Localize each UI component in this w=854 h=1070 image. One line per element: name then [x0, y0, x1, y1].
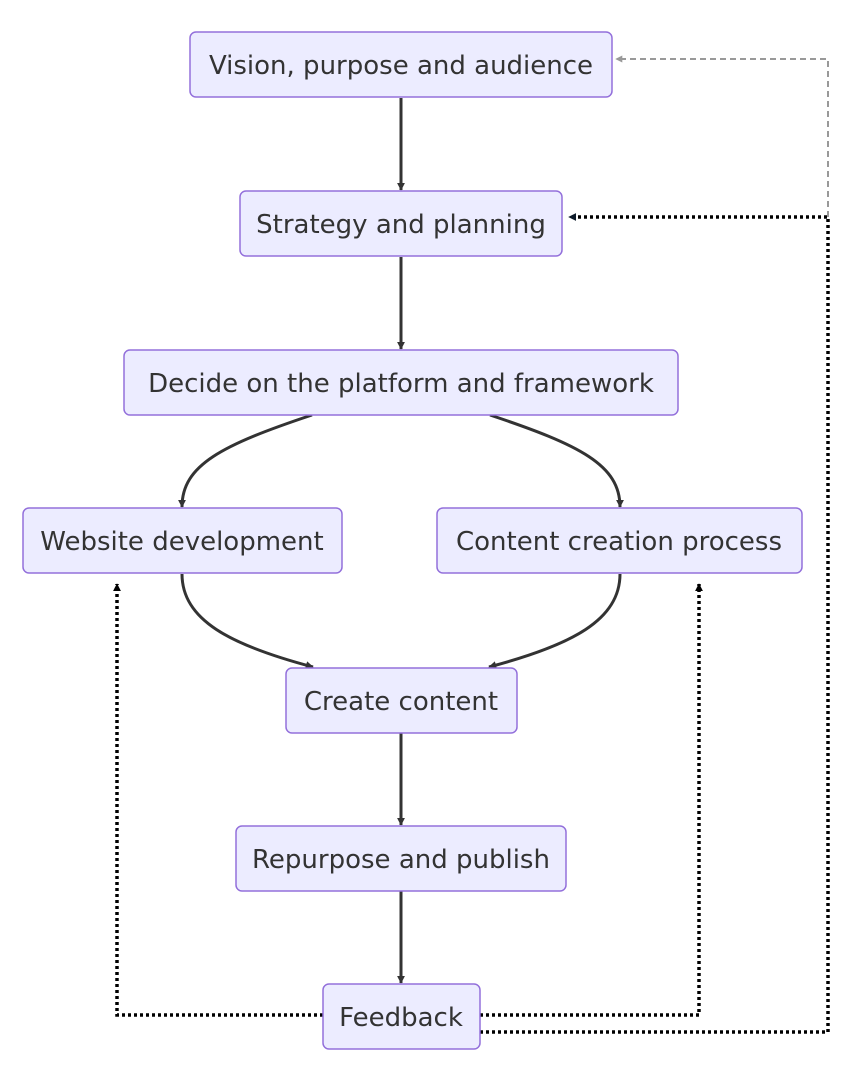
edge-feedback-to-strategy — [480, 213, 830, 1034]
node-box — [239, 190, 563, 257]
node-label: Website development — [40, 527, 323, 557]
node-create-content: Create content — [285, 667, 518, 734]
node-box — [22, 507, 343, 574]
edge-website-to-create — [180, 573, 314, 670]
node-vision: Vision, purpose and audience — [189, 31, 613, 98]
node-label: Decide on the platform and framework — [148, 369, 654, 399]
edge-feedback-to-content-process — [480, 583, 703, 1017]
node-box — [285, 667, 518, 734]
node-strategy: Strategy and planning — [239, 190, 563, 257]
node-box — [123, 349, 679, 416]
edge-feedback-to-vision — [615, 55, 829, 217]
node-content-creation-process: Content creation process — [436, 507, 803, 574]
node-box — [189, 31, 613, 98]
edges — [113, 55, 830, 1034]
node-box — [235, 825, 567, 892]
node-platform: Decide on the platform and framework — [123, 349, 679, 416]
edge-content-process-to-create — [488, 573, 622, 670]
node-website-development: Website development — [22, 507, 343, 574]
node-label: Vision, purpose and audience — [209, 51, 593, 81]
node-repurpose-and-publish: Repurpose and publish — [235, 825, 567, 892]
node-label: Content creation process — [456, 527, 782, 557]
edge-feedback-to-website — [113, 583, 323, 1017]
edge-platform-to-content-process — [489, 413, 624, 508]
node-box — [436, 507, 803, 574]
edge-platform-to-website — [178, 413, 313, 508]
node-label: Feedback — [339, 1003, 463, 1033]
node-label: Strategy and planning — [256, 210, 546, 240]
node-label: Create content — [304, 687, 498, 717]
node-feedback: Feedback — [322, 983, 481, 1050]
node-box — [322, 983, 481, 1050]
node-label: Repurpose and publish — [252, 845, 550, 875]
